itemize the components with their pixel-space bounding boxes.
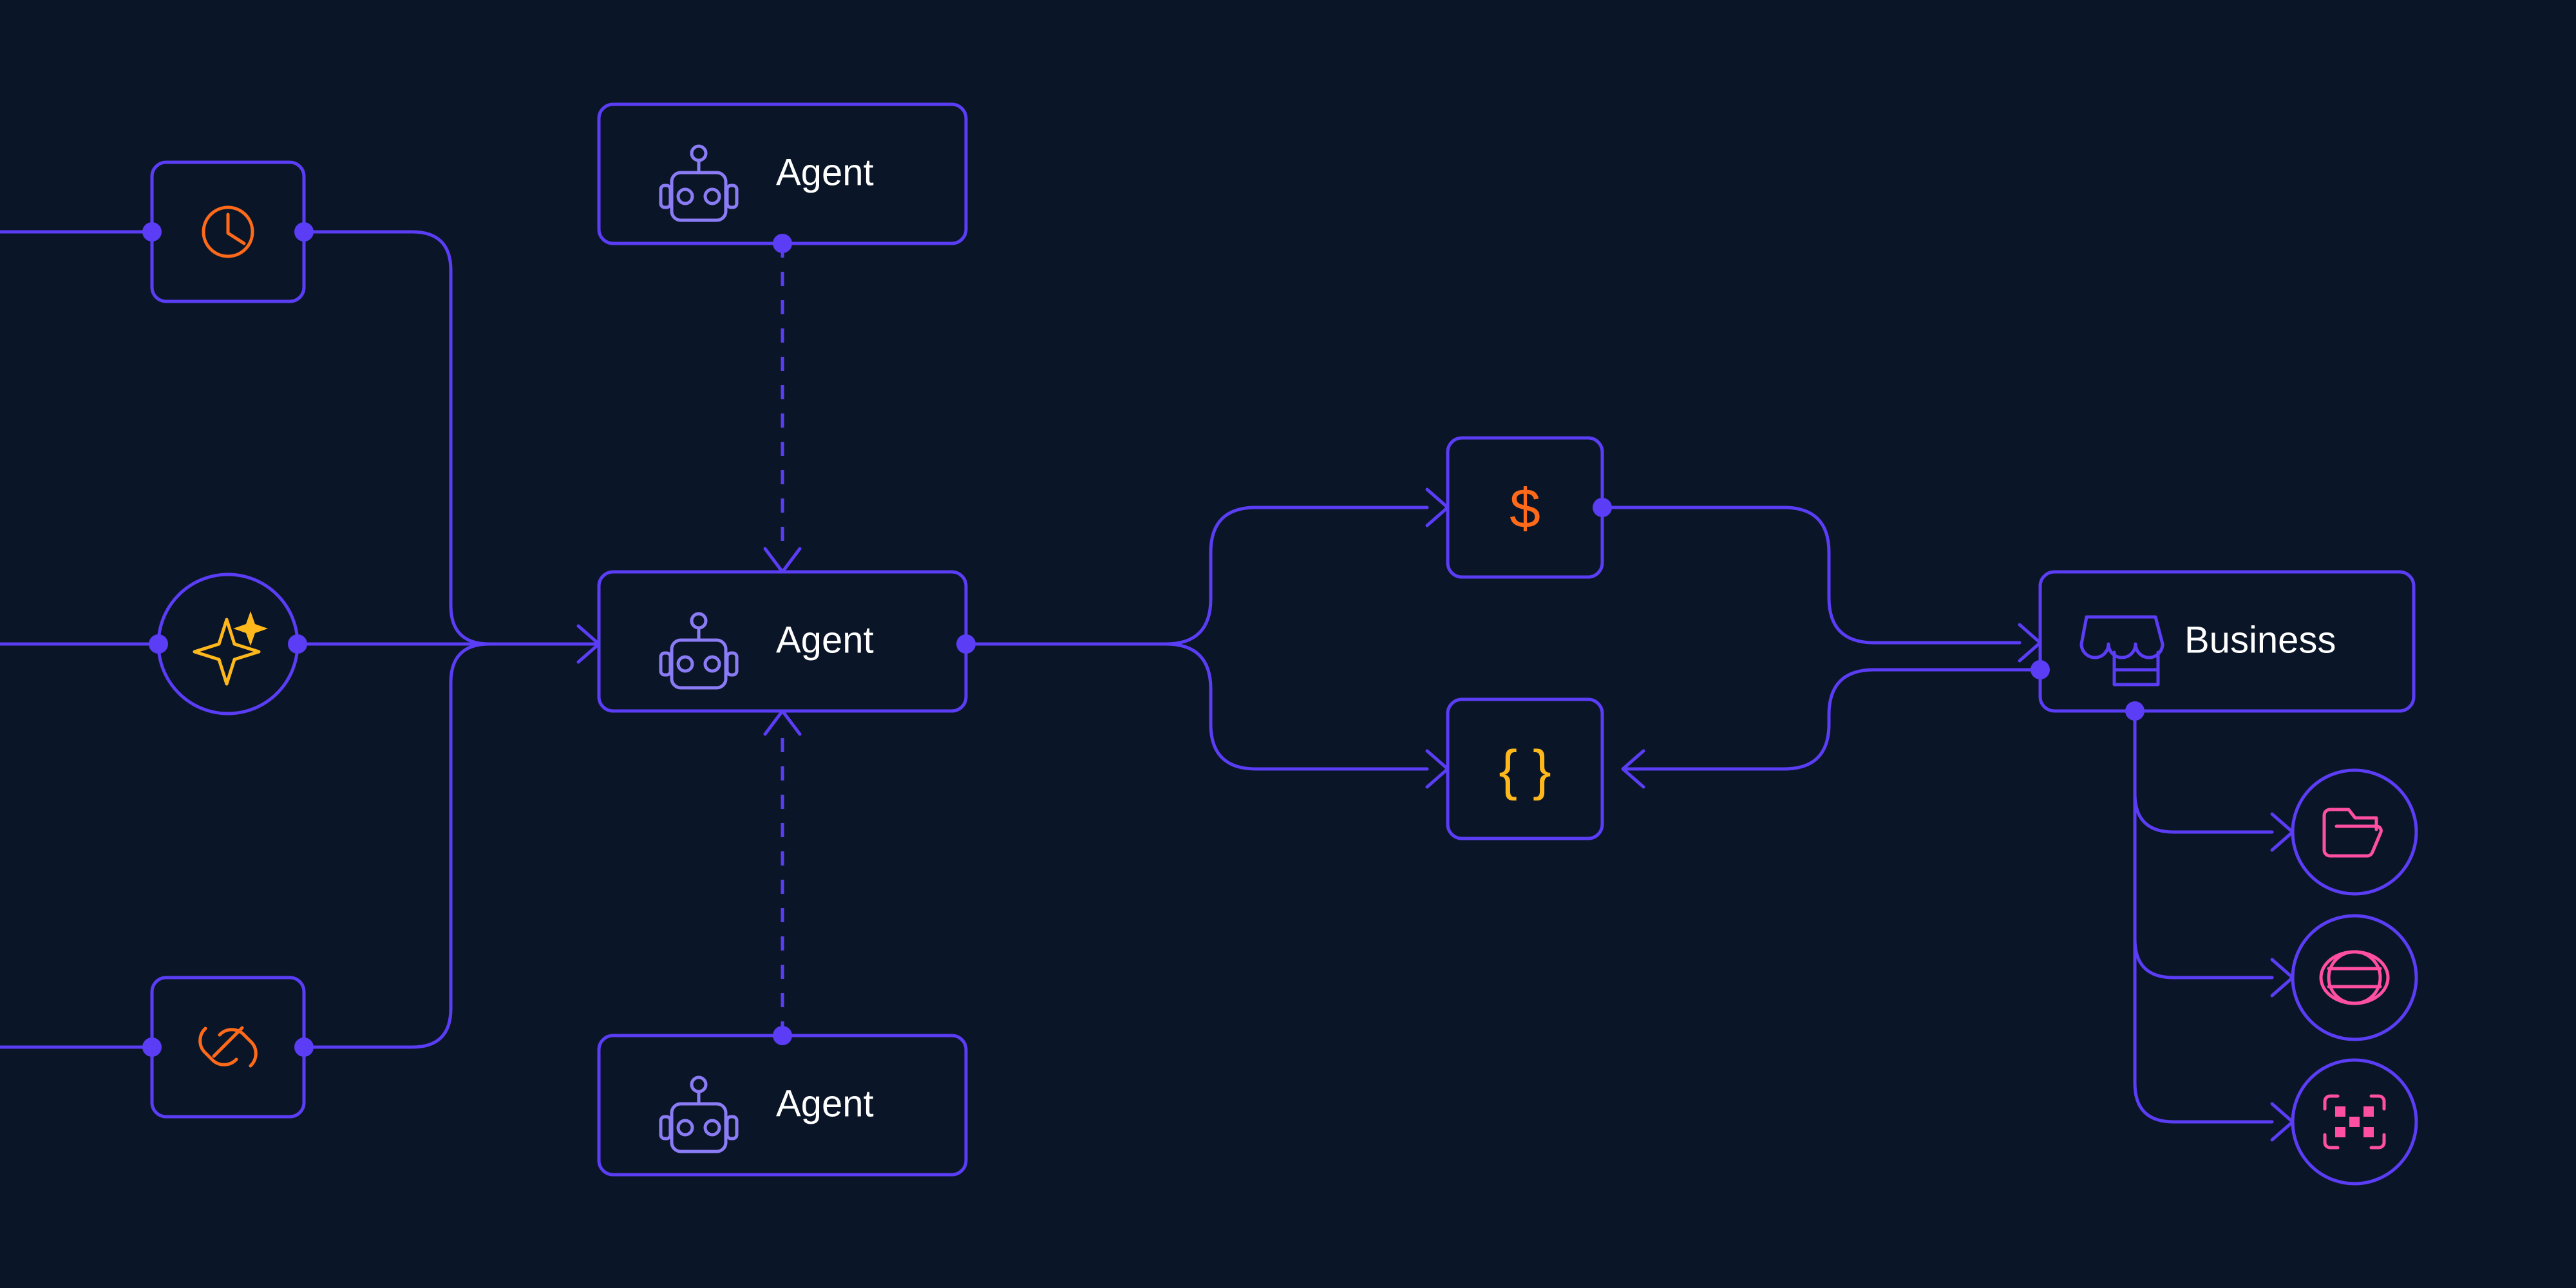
output-folder-circle[interactable] (2291, 768, 2418, 896)
edge-payment-to-business (1600, 506, 2022, 645)
edge-business-to-json (1621, 668, 2042, 771)
node-output-globe[interactable] (2291, 914, 2418, 1041)
business-box[interactable] (2038, 570, 2416, 713)
node-trigger-ai[interactable] (149, 573, 307, 715)
agent-bottom-label: Agent (776, 1083, 874, 1124)
arrowhead-json-in-left (1425, 749, 1450, 789)
edge-business-to-folder (2133, 709, 2274, 834)
trigger-schedule-port-in[interactable] (142, 222, 162, 242)
node-trigger-schedule[interactable] (142, 160, 314, 303)
business-port-in-lower[interactable] (2031, 660, 2050, 679)
agent-main-port-out[interactable] (956, 634, 976, 654)
node-agent-top[interactable]: Agent (597, 102, 968, 253)
edge-agent-to-json (964, 642, 1429, 771)
node-agent-bottom[interactable]: Agent (597, 1026, 968, 1177)
arrowhead-payment-in (1425, 488, 1450, 527)
arrowhead-agent-top-down (763, 547, 802, 574)
sparkles-icon (193, 611, 268, 686)
business-port-out-bottom[interactable] (2125, 701, 2145, 721)
edge-schedule-to-agent (302, 230, 601, 646)
node-business[interactable]: Business (2031, 570, 2416, 721)
dollar-icon: $ (1510, 478, 1540, 540)
arrowhead-agent-bottom-up (763, 709, 802, 736)
agent-bottom-port-out[interactable] (773, 1026, 792, 1045)
trigger-schedule-port-out[interactable] (294, 222, 314, 242)
link-icon (198, 1026, 258, 1068)
node-output-scan[interactable] (2291, 1058, 2418, 1186)
node-agent-main[interactable]: Agent (597, 570, 976, 713)
edge-business-to-scan (2133, 709, 2274, 1124)
edges-layer (0, 230, 2295, 1142)
globe-icon (2319, 950, 2390, 1005)
agent-main-label: Agent (776, 619, 874, 661)
folder-icon (2322, 808, 2383, 858)
trigger-ai-port-in[interactable] (149, 634, 168, 654)
trigger-ai-port-out[interactable] (288, 634, 307, 654)
tool-payment-port-out[interactable] (1593, 498, 1612, 517)
braces-icon: { } (1499, 739, 1551, 801)
trigger-webhook-port-in[interactable] (142, 1037, 162, 1057)
agent-top-label: Agent (776, 151, 874, 193)
agent-top-port-out[interactable] (773, 234, 792, 253)
trigger-webhook-box[interactable] (150, 976, 306, 1119)
edge-agent-to-payment (964, 506, 1429, 646)
node-tool-payment[interactable]: $ (1446, 436, 1612, 579)
output-globe-circle[interactable] (2291, 914, 2418, 1041)
scan-qr-icon (2323, 1094, 2386, 1150)
clock-icon (202, 205, 254, 258)
arrowhead-business-in (2018, 623, 2042, 663)
robot-icon (659, 1075, 739, 1153)
robot-icon (659, 612, 739, 690)
edge-business-to-globe (2133, 709, 2274, 980)
trigger-ai-circle[interactable] (156, 573, 299, 715)
tool-json-box[interactable] (1446, 697, 1604, 840)
business-label: Business (2184, 619, 2336, 661)
node-output-folder[interactable] (2291, 768, 2418, 896)
node-tool-json[interactable]: { } (1446, 697, 1604, 840)
edge-webhook-to-agent (302, 642, 601, 1049)
arrowhead-globe-in (2270, 958, 2295, 998)
node-trigger-webhook[interactable] (142, 976, 314, 1119)
arrowhead-scan-in (2270, 1102, 2295, 1142)
storefront-icon (2079, 615, 2164, 687)
robot-icon (659, 144, 739, 222)
arrowhead-json-in-right (1621, 749, 1645, 789)
arrowhead-folder-in (2270, 812, 2295, 852)
trigger-webhook-port-out[interactable] (294, 1037, 314, 1057)
